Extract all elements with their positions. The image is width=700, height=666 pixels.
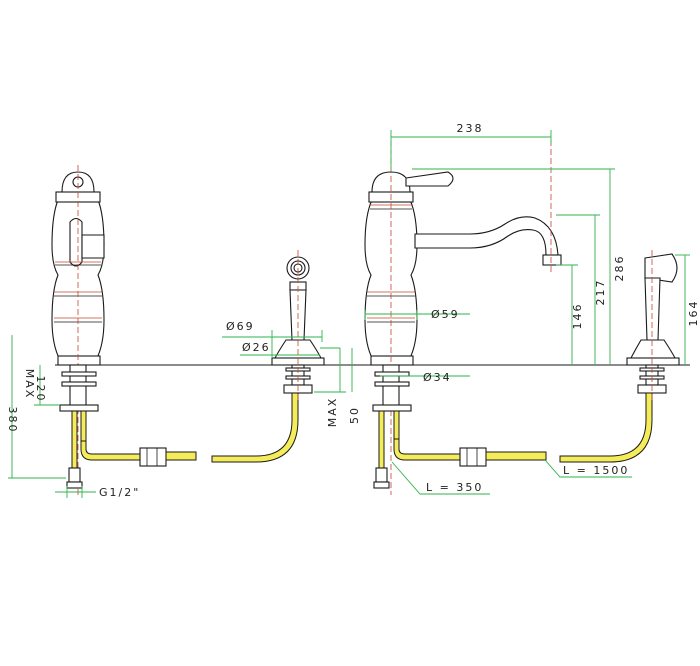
label-217: 217: [594, 279, 607, 306]
label-l350: L = 350: [426, 481, 483, 494]
label-l1500: L = 1500: [563, 464, 629, 477]
label-146: 146: [571, 303, 584, 330]
label-50: 50: [348, 406, 361, 424]
hand-shower-left: [211, 250, 325, 463]
label-d26: Ø26: [242, 341, 271, 354]
label-d59: Ø59: [431, 308, 460, 321]
faucet-front-view: [364, 140, 562, 495]
faucet-side-view: [51, 165, 197, 495]
hand-shower-right: [559, 250, 680, 463]
dimension-labels: Ø69 Ø26 Ø59 Ø34 120 MAX 380 G1/2" 50 MAX…: [6, 122, 700, 499]
label-d34: Ø34: [423, 371, 452, 384]
label-max-left: MAX: [23, 369, 36, 400]
dimension-lines: [8, 130, 690, 498]
label-120: 120: [34, 376, 47, 403]
label-238: 238: [457, 122, 484, 135]
label-380: 380: [6, 407, 19, 434]
label-max-right: MAX: [326, 397, 339, 428]
label-286: 286: [613, 255, 626, 282]
label-164: 164: [687, 300, 700, 327]
label-g12: G1/2": [99, 486, 140, 499]
label-d69: Ø69: [226, 320, 255, 333]
